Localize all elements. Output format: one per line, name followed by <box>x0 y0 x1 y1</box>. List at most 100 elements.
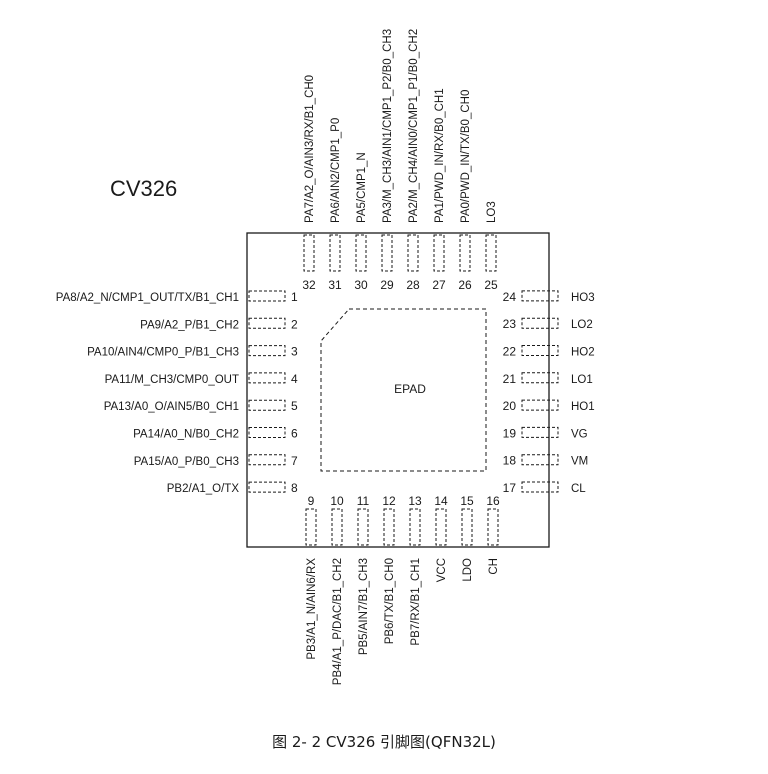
pin-pad-right <box>521 317 559 329</box>
pin-pad-left <box>248 427 286 438</box>
pin-number: 7 <box>291 454 298 468</box>
pin-pad-bottom <box>305 508 317 546</box>
package-body <box>246 232 550 548</box>
pin-number: 32 <box>302 278 316 292</box>
pin-label: PB6/TX/B1_CH0 <box>384 558 396 644</box>
pin-number: 31 <box>328 278 342 292</box>
pin-pad-right <box>521 345 559 356</box>
pin-number: 11 <box>357 494 370 508</box>
pin-pad-left <box>248 481 286 493</box>
pin-label: PA5/CMP1_N <box>356 152 368 223</box>
pin-label: PA6/AIN2/CMP1_P0 <box>330 118 342 223</box>
pin-number: 10 <box>330 494 344 508</box>
pin-pad-top <box>381 234 393 272</box>
pin-pad-right <box>521 399 559 411</box>
pin-number: 6 <box>291 427 298 441</box>
pin-pad-left <box>248 372 286 384</box>
pin-number: 1 <box>291 290 298 304</box>
pin-label: PA3/M_CH3/AIN1/CMP1_P2/B0_CH3 <box>382 29 394 223</box>
pin-number: 16 <box>486 494 500 508</box>
pin-pad-bottom <box>461 508 473 546</box>
pin-label: PA8/A2_N/CMP1_OUT/TX/B1_CH1 <box>56 292 239 304</box>
pin-number: 3 <box>291 345 298 359</box>
pin-label: LDO <box>462 558 474 582</box>
pin-label: PA14/A0_N/B0_CH2 <box>133 429 239 441</box>
pin-pad-right <box>521 290 559 302</box>
chip-title: CV326 <box>110 176 178 201</box>
pin-label: CL <box>571 483 586 495</box>
pin-pad-bottom <box>435 508 447 546</box>
pin-pad-right <box>521 426 559 438</box>
pin-label: PA2/M_CH4/AIN0/CMP1_P1/B0_CH2 <box>408 29 420 223</box>
pin-label: PA15/A0_P/B0_CH3 <box>134 456 239 468</box>
pin-label: PB2/A1_O/TX <box>167 483 240 495</box>
pin-number: 9 <box>308 494 315 508</box>
pin-label: LO2 <box>571 319 593 331</box>
pin-pad-top <box>303 234 315 272</box>
pin-label: PA9/A2_P/B1_CH2 <box>140 319 239 331</box>
pin-pad-left <box>248 345 286 357</box>
pin-number: 24 <box>503 290 517 304</box>
pin-label: PA13/A0_O/AIN5/B0_CH1 <box>104 401 239 413</box>
pin-number: 25 <box>484 278 498 292</box>
pin-number: 20 <box>503 399 517 413</box>
pin-label: PB4/A1_P/DAC/B1_CH2 <box>332 558 344 685</box>
pin-number: 4 <box>291 372 298 386</box>
pin-number: 5 <box>291 399 298 413</box>
pin-label: PA7/A2_O/AIN3/RX/B1_CH0 <box>304 75 316 223</box>
pin-pad-top <box>407 234 419 272</box>
pin-label: HO1 <box>571 401 595 413</box>
pin-label: VM <box>571 456 588 468</box>
pin-number: 2 <box>291 317 298 331</box>
pin-number: 13 <box>408 494 422 508</box>
pin-number: 28 <box>406 278 420 292</box>
pin-label: PB5/AIN7/B1_CH3 <box>358 558 370 655</box>
pin-label: PB3/A1_N/AIN6/RX <box>306 558 318 660</box>
pin-pad-right <box>521 481 559 493</box>
pin-number: 17 <box>503 481 517 495</box>
pin-pad-bottom <box>487 508 499 546</box>
pin-label: LO3 <box>486 201 498 223</box>
pin-number: 18 <box>503 454 517 468</box>
pin-pad-top <box>433 234 445 272</box>
pin-number: 27 <box>432 278 446 292</box>
exposed-pad <box>320 308 487 472</box>
pin-number: 21 <box>503 372 517 386</box>
figure-caption: 图 2- 2 CV326 引脚图(QFN32L) <box>272 733 496 751</box>
pin-label: HO2 <box>571 347 595 359</box>
pin-pad-left <box>248 317 286 329</box>
pin-pad-left <box>248 454 286 466</box>
pin-label: VCC <box>436 558 448 582</box>
pin-number: 14 <box>434 494 448 508</box>
pin-number: 12 <box>382 494 396 508</box>
pin-number: 19 <box>503 426 517 440</box>
epad-label: EPAD <box>394 382 426 396</box>
pin-number: 29 <box>380 278 394 292</box>
pin-pad-top <box>459 234 471 272</box>
pin-label: PA10/AIN4/CMP0_P/B1_CH3 <box>87 347 239 359</box>
pin-number: 30 <box>354 278 368 292</box>
pin-pad-bottom <box>331 508 343 546</box>
pin-label: PA0/PWD_IN/TX/B0_CH0 <box>460 90 472 223</box>
pin-pad-left <box>248 290 286 302</box>
pin-label: LO1 <box>571 374 593 386</box>
pin-label: HO3 <box>571 292 595 304</box>
pin-pad-top <box>329 234 341 272</box>
pin-pad-bottom <box>357 508 369 546</box>
pin-number: 23 <box>503 317 517 331</box>
pin-label: CH <box>488 558 500 575</box>
pin-pad-bottom <box>409 508 421 546</box>
pin-label: PB7/RX/B1_CH1 <box>410 558 422 646</box>
pin-pad-top <box>355 234 367 272</box>
pin-number: 15 <box>460 494 474 508</box>
pin-label: PA1/PWD_IN/RX/B0_CH1 <box>434 88 446 223</box>
pin-number: 22 <box>503 345 517 359</box>
pin-pad-bottom <box>383 508 395 546</box>
pin-label: VG <box>571 428 588 440</box>
pin-number: 8 <box>291 481 298 495</box>
pin-pad-top <box>485 234 497 272</box>
pin-pad-right <box>521 372 559 384</box>
pin-pad-left <box>248 399 286 411</box>
pin-number: 26 <box>458 278 472 292</box>
